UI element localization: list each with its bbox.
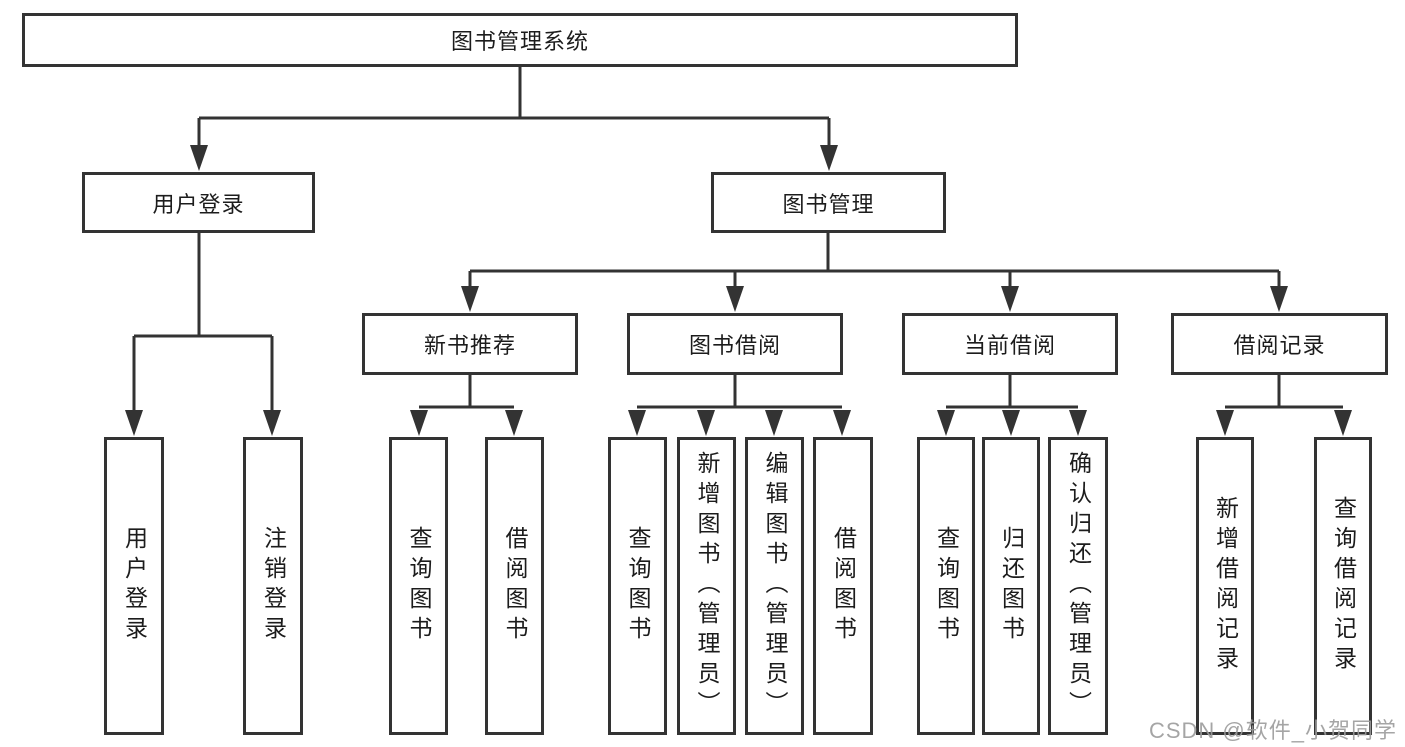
node-label: 用户登录 [121,526,148,646]
node-label: 查询借阅记录 [1330,496,1357,676]
leaf-user-login: 用户登录 [104,437,164,735]
leaf-logout: 注销登录 [243,437,303,735]
node-label: 借阅图书 [830,526,857,646]
node-book-borrowing: 图书借阅 [627,313,843,375]
node-label: 编辑图书（管理员） [762,451,788,721]
node-label: 新书推荐 [423,333,516,358]
leaf-query-books-recommend: 查询图书 [389,437,448,735]
leaf-query-books-borrowing: 查询图书 [608,437,667,735]
node-current-borrowing: 当前借阅 [902,313,1118,375]
csdn-watermark: CSDN @软件_小贺同学 [1148,718,1397,743]
leaf-borrow-books-borrowing: 借阅图书 [813,437,873,735]
leaf-confirm-return-admin: 确认归还（管理员） [1048,437,1108,735]
node-label: 当前借阅 [963,333,1056,358]
leaf-add-book-admin: 新增图书（管理员） [677,437,736,735]
node-label: 图书管理 [782,191,875,217]
leaf-return-books: 归还图书 [982,437,1040,735]
node-library-system: 图书管理系统 [22,13,1018,67]
node-user-login: 用户登录 [82,172,315,233]
node-label: 新增图书（管理员） [694,451,720,721]
node-borrowing-records: 借阅记录 [1171,313,1388,375]
leaf-edit-book-admin: 编辑图书（管理员） [745,437,804,735]
node-label: 查询图书 [406,526,432,646]
node-label: 确认归还（管理员） [1065,451,1092,721]
node-label: 归还图书 [998,526,1025,646]
node-label: 查询图书 [625,526,651,646]
node-label: 图书管理系统 [450,29,589,54]
node-label: 新增借阅记录 [1212,496,1239,676]
node-label: 借阅记录 [1233,333,1326,358]
leaf-query-borrow-record: 查询借阅记录 [1314,437,1372,735]
node-new-book-recommend: 新书推荐 [362,313,578,375]
node-label: 用户登录 [152,191,245,217]
leaf-add-borrow-record: 新增借阅记录 [1196,437,1254,735]
node-label: 查询图书 [933,526,960,646]
node-label: 图书借阅 [688,333,781,358]
leaf-borrow-books-recommend: 借阅图书 [485,437,544,735]
node-book-management: 图书管理 [711,172,946,233]
leaf-query-books-current: 查询图书 [917,437,975,735]
node-label: 借阅图书 [502,526,528,646]
node-label: 注销登录 [260,526,287,646]
